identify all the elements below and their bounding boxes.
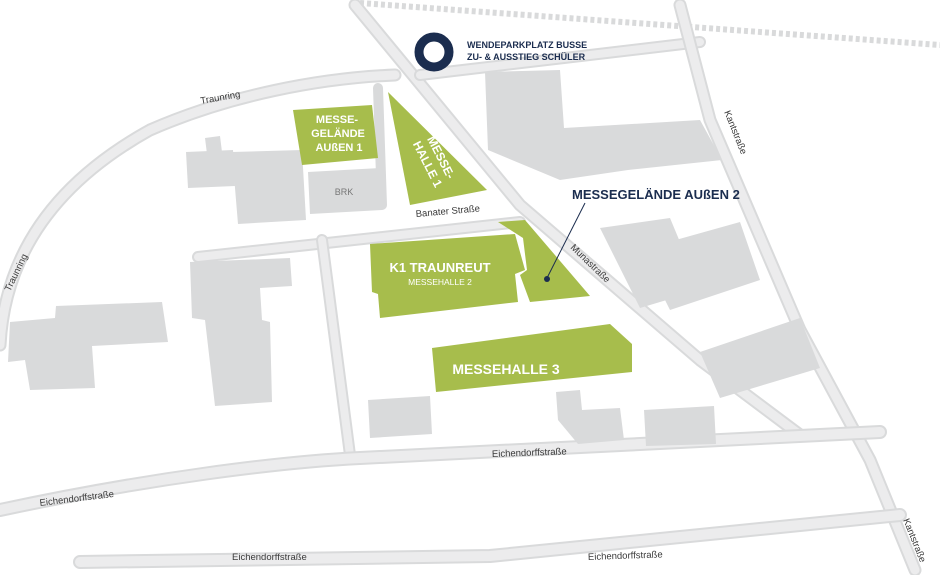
bus-stop-line1: WENDEPARKPLATZ BUSSE — [467, 40, 587, 50]
bus-turnaround-ring-icon — [414, 32, 454, 72]
label-aussen1-line1: MESSE- — [316, 114, 359, 126]
buildings — [8, 70, 820, 446]
venue-messegelaende-aussen-2 — [498, 220, 590, 302]
callout-pin-dot — [544, 276, 550, 282]
venue-k1-traunreut — [370, 234, 525, 318]
venue-messehalle-1 — [388, 92, 487, 205]
label-aussen1-line3: AUßEN 1 — [315, 142, 362, 154]
street-banater: Banater Straße — [415, 203, 480, 220]
road-eichendorffstrasse — [0, 425, 887, 517]
label-k1-subtitle: MESSEHALLE 2 — [408, 277, 472, 287]
label-halle3: MESSEHALLE 3 — [452, 361, 560, 377]
label-brk: BRK — [335, 187, 354, 197]
callout-aussen-2: MESSEGELÄNDE AUßEN 2 — [544, 187, 740, 282]
bus-stop: WENDEPARKPLATZ BUSSE ZU- & AUSSTIEG SCHÜ… — [414, 32, 587, 72]
venue-messegelaende-aussen-1 — [293, 105, 378, 165]
railway — [359, 0, 940, 48]
callout-aussen-2-text: MESSEGELÄNDE AUßEN 2 — [572, 187, 740, 202]
label-aussen1-line2: GELÄNDE — [311, 127, 365, 140]
label-k1-title: K1 TRAUNREUT — [389, 260, 490, 275]
street-eichendorff-bottom-left: Eichendorffstraße — [232, 552, 307, 563]
venue-messehalle-3 — [432, 324, 632, 392]
venues — [293, 92, 632, 392]
bus-stop-line2: ZU- & AUSSTIEG SCHÜLER — [467, 52, 586, 62]
callout-leader-line — [546, 202, 586, 279]
street-eichendorff-bottom-right: Eichendorffstraße — [588, 549, 663, 563]
street-eichendorff-mid: Eichendorffstraße — [492, 446, 567, 460]
